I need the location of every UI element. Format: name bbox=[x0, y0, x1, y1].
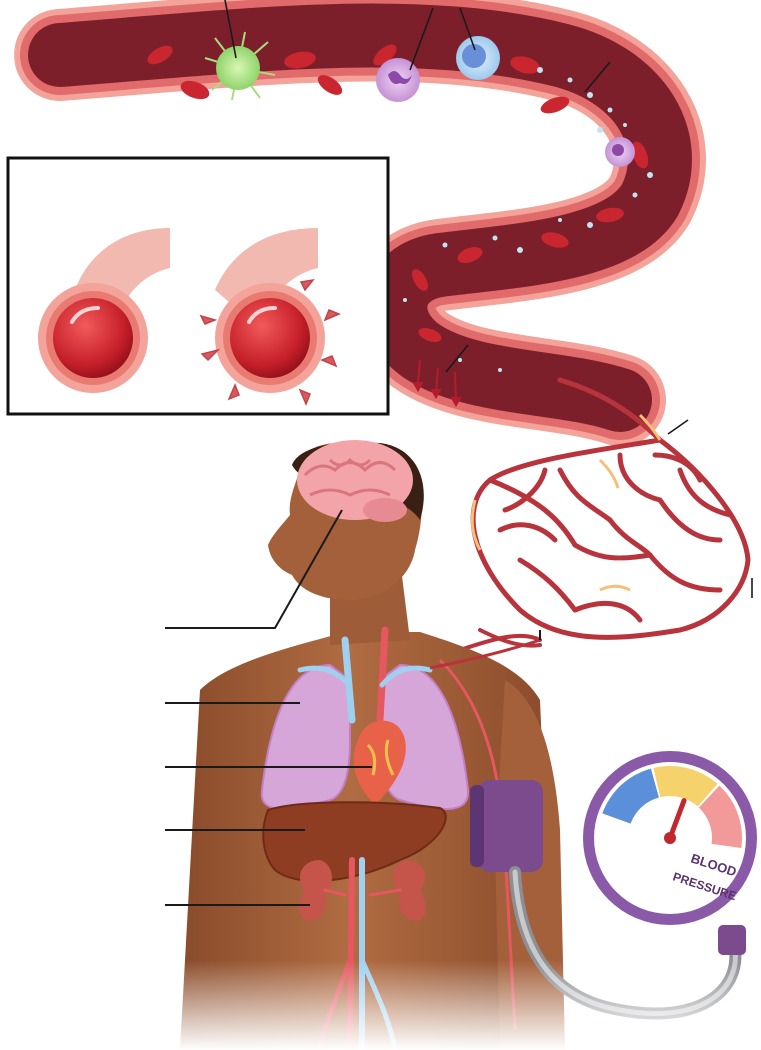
white-blood-cell-purple bbox=[376, 58, 420, 102]
bp-cuff bbox=[470, 780, 543, 872]
blood-pressure-gauge: BLOOD PRESSURE bbox=[583, 751, 757, 955]
gauge-stem bbox=[718, 925, 746, 955]
white-blood-cell-blue bbox=[456, 36, 500, 80]
vessel-comparison-inset bbox=[8, 158, 388, 414]
gauge-hub bbox=[664, 832, 676, 844]
white-blood-cell-small bbox=[605, 137, 635, 167]
human-figure bbox=[0, 440, 761, 1050]
